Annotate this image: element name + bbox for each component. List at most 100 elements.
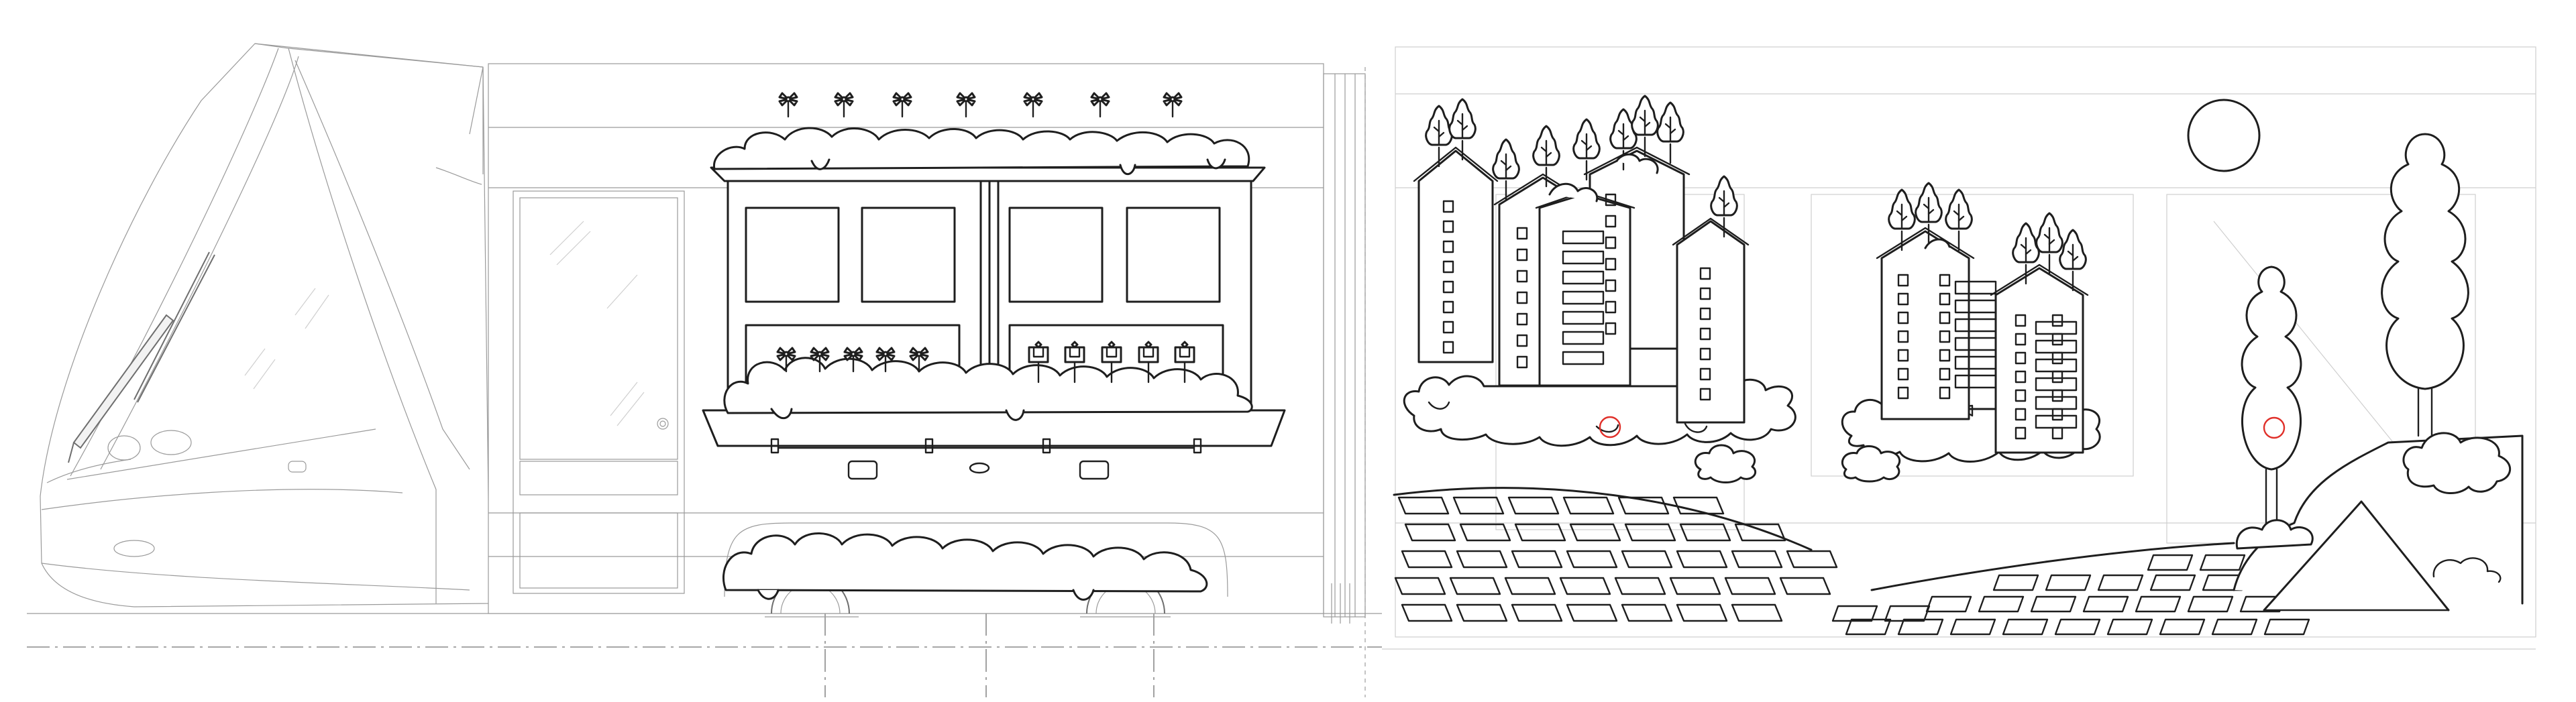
paving-tile (2149, 574, 2196, 591)
paving-tile (2263, 618, 2310, 636)
tree-icon (2241, 266, 2302, 524)
paving-tile (2147, 554, 2194, 571)
building-window (1442, 260, 1454, 274)
building-balcony (2035, 377, 2078, 392)
building-window (1442, 220, 1454, 233)
building-window (1605, 279, 1617, 292)
paving-tile (2211, 618, 2258, 636)
paving-tile (2187, 595, 2234, 613)
paving-tile (1452, 496, 1505, 515)
building-window (1442, 320, 1454, 334)
building-window (1939, 367, 1951, 381)
building-window (1442, 280, 1454, 294)
building-window (1699, 267, 1711, 280)
socket-left (847, 460, 878, 480)
tree-icon (2381, 133, 2469, 437)
building-window (1516, 248, 1528, 261)
building-window (1699, 347, 1711, 361)
landscape-panel (1393, 46, 2536, 638)
paving-tile (1566, 550, 1618, 569)
tram (40, 43, 1366, 624)
sun-icon (2187, 99, 2261, 172)
paving-tile (1992, 574, 2039, 591)
building-balcony (1562, 270, 1605, 285)
building-window (2015, 426, 2027, 440)
paving-tile (1624, 523, 1676, 542)
building-window (1605, 215, 1617, 228)
building-window (1516, 312, 1528, 326)
building-window (2015, 370, 2027, 384)
floating-island-center (1841, 182, 2101, 483)
building-window (1605, 300, 1617, 314)
tram-door[interactable] (513, 190, 685, 594)
paving-tile (2054, 618, 2101, 636)
building-balcony (1954, 318, 1997, 333)
paving-tile (1511, 603, 1563, 622)
paving-tile (1449, 577, 1501, 595)
building-window (2015, 408, 2027, 421)
paving-tile (1504, 577, 1556, 595)
paving-tile (1679, 523, 1731, 542)
paving-tile (1559, 577, 1611, 595)
paving-tile (2106, 618, 2153, 636)
paving-tile (1845, 618, 1892, 636)
building-window (2051, 314, 2063, 327)
paving-tile (1456, 550, 1508, 569)
paving-tile (2159, 618, 2206, 636)
building-window (1897, 367, 1909, 381)
paving-tile (2135, 595, 2182, 613)
building-balcony (1954, 374, 1997, 389)
building-window (1897, 386, 1909, 400)
building-window (1939, 330, 1951, 343)
paving-tile (1507, 496, 1560, 515)
paving-tile (1897, 618, 1944, 636)
building-balcony (2035, 414, 2078, 429)
paving-tile (2082, 595, 2129, 613)
paving-tile (1404, 523, 1456, 542)
building-window (1442, 240, 1454, 253)
building-balcony (2035, 358, 2078, 373)
building-window (1605, 322, 1617, 335)
building-balcony (1562, 290, 1605, 305)
paving-tile (2002, 618, 2049, 636)
cloud-icon (1694, 444, 1757, 483)
paving-tile (2239, 595, 2286, 613)
paving-tile (1884, 605, 1931, 622)
paving-tile (1621, 603, 1673, 622)
window-planter (702, 127, 1286, 601)
hill-with-trees (2233, 133, 2524, 611)
paving-tile (1566, 603, 1618, 622)
building-balcony (1562, 351, 1605, 365)
paving-tile (1394, 577, 1446, 595)
building-window (1897, 349, 1909, 362)
floating-island-left (1403, 95, 1796, 483)
building-window (1939, 349, 1951, 362)
paving-tile (1676, 603, 1728, 622)
building-balcony (1562, 310, 1605, 325)
building-balcony (1562, 250, 1605, 265)
paving-tiles-left (1393, 487, 1838, 622)
building-window (1939, 386, 1951, 400)
building-window (1939, 311, 1951, 325)
building-balcony (1954, 337, 1997, 351)
building-window (1605, 257, 1617, 271)
building-window (1897, 330, 1909, 343)
paving-tile (1401, 550, 1453, 569)
building-balcony (2035, 320, 2078, 335)
paving-tile (1731, 550, 1783, 569)
building-window (1939, 274, 1951, 287)
paving-tile (1734, 523, 1786, 542)
building-window (1605, 236, 1617, 249)
building-window (1516, 270, 1528, 283)
building-window (1699, 287, 1711, 300)
building-windows (1442, 193, 2078, 440)
paving-tile (1456, 603, 1508, 622)
building-window (1897, 292, 1909, 306)
paving-tile (2030, 595, 2077, 613)
paving-tile (1978, 595, 2025, 613)
paving-tile (1925, 595, 1972, 613)
paving-tile (1514, 523, 1566, 542)
paving-tile (1786, 550, 1838, 569)
building-window (2015, 389, 2027, 402)
